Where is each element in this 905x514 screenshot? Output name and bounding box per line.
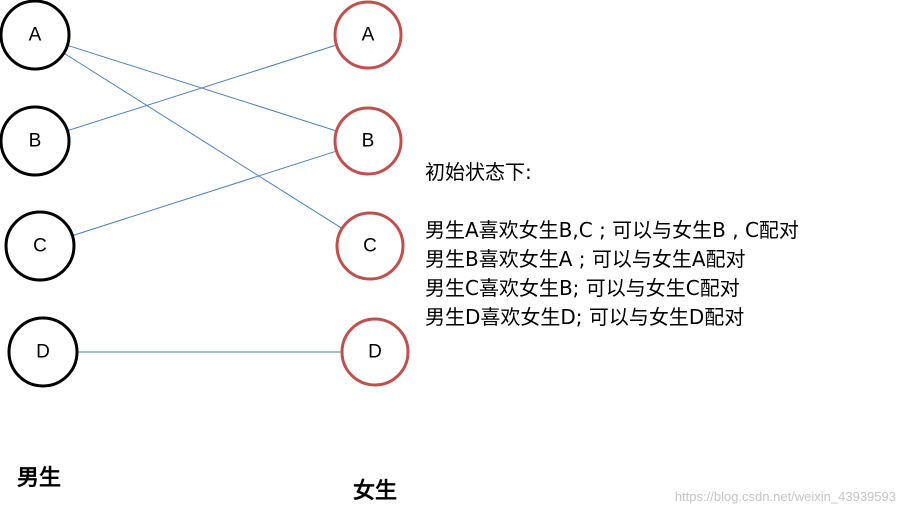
girl-node-b-label: B bbox=[362, 131, 375, 152]
girl-node-d-label: D bbox=[368, 342, 382, 363]
boy-node-d: D bbox=[7, 316, 79, 388]
boy-node-b: B bbox=[0, 105, 71, 177]
description-line-b: 男生B喜欢女生A ; 可以与女生A配对 bbox=[425, 247, 746, 271]
girl-node-d: D bbox=[340, 317, 410, 387]
description-spacer bbox=[425, 187, 895, 216]
girl-node-c: C bbox=[335, 211, 405, 281]
boy-node-d-label: D bbox=[36, 342, 50, 363]
girl-node-b: B bbox=[333, 106, 403, 176]
girl-node-a: A bbox=[333, 0, 403, 70]
boy-node-a-label: A bbox=[29, 25, 42, 46]
watermark: https://blog.csdn.net/weixin_43939593 bbox=[674, 489, 896, 504]
boy-node-a: A bbox=[0, 0, 71, 71]
boys-group-label: 男生 bbox=[17, 466, 62, 491]
edge-boy-c-to-girl-b bbox=[72, 150, 337, 237]
description-panel: 初始状态下: 男生A喜欢女生B,C ; 可以与女生B , C配对 男生B喜欢女生… bbox=[425, 158, 895, 332]
girl-node-c-label: C bbox=[363, 236, 377, 257]
description-line-d: 男生D喜欢女生D; 可以与女生D配对 bbox=[425, 305, 745, 329]
edge-boy-b-to-girl-a bbox=[67, 44, 337, 132]
description-heading: 初始状态下: bbox=[425, 160, 532, 184]
boy-node-c: C bbox=[4, 210, 76, 282]
description-line-a: 男生A喜欢女生B,C ; 可以与女生B , C配对 bbox=[425, 218, 799, 242]
match-edges bbox=[63, 44, 343, 353]
edge-boy-a-to-girl-c bbox=[63, 52, 343, 229]
boy-node-b-label: B bbox=[29, 131, 42, 152]
description-line-c: 男生C喜欢女生B; 可以与女生C配对 bbox=[425, 276, 740, 300]
girl-node-a-label: A bbox=[362, 25, 375, 46]
girls-group-label: 女生 bbox=[353, 479, 398, 504]
boy-node-c-label: C bbox=[33, 236, 47, 257]
